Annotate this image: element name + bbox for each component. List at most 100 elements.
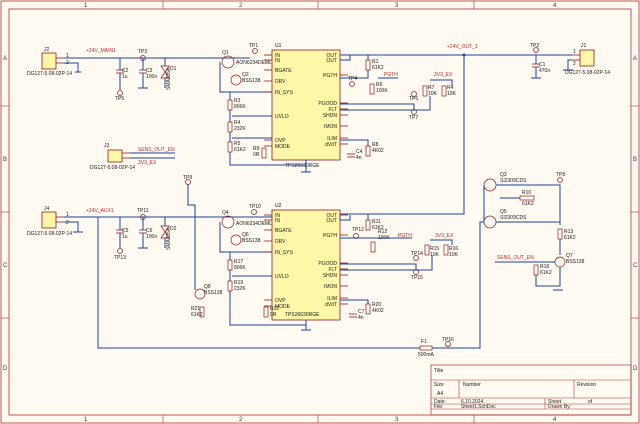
pin-label: DRV: [275, 239, 286, 245]
u1-ref: U1: [275, 43, 282, 49]
sens-block: J3 DG127-5.08-02P-14 SENS_OUT_EN 3V3_EX: [90, 143, 175, 171]
pin-label: dVdT: [325, 142, 337, 148]
r7-value: 10K: [428, 91, 438, 97]
r7-ref: R7: [428, 85, 435, 91]
u2-ref: U2: [275, 203, 282, 209]
col-label-1: 1: [84, 3, 88, 9]
q8-ref: Q8: [204, 284, 211, 290]
sheet-label: Sheet: [548, 399, 562, 405]
col-label-2: 2: [239, 3, 243, 9]
file-label: File:: [434, 404, 443, 410]
r10-value: 61K2: [522, 201, 534, 207]
r16-value: 10K: [449, 252, 459, 258]
pin-label: UVLO: [275, 274, 289, 280]
r9-value: 0R: [253, 152, 260, 158]
right-block: Q3 SI2309CDS Q5 SI2309CDS R10 61K2 TP8 R…: [483, 172, 585, 291]
col-label-1-bottom: 1: [84, 417, 88, 423]
q5-ref: Q5: [500, 209, 507, 215]
pin-label: OUT: [326, 58, 337, 64]
file-value: Sheet1.SchDoc: [461, 404, 496, 410]
r8-ref: R8: [372, 142, 379, 148]
date-value: 6.10.2024: [461, 399, 483, 405]
connector-j1: J1 DG127-5.08-02P-14 1 2: [525, 43, 610, 76]
number-label: Number: [463, 382, 481, 388]
bottom-section: J4 DG127-5.08-02P-14 1 2 +24V_AUX1 C5 1u…: [27, 175, 484, 358]
u2-ic: [271, 209, 341, 321]
tp12-label: TP12: [352, 227, 364, 233]
c6-ref: C6: [146, 228, 153, 234]
r18-value: 61K2: [540, 270, 552, 276]
c4-value: 4n: [356, 155, 362, 161]
r22-ref: R22: [270, 306, 279, 312]
r10-ref: R10: [522, 190, 531, 196]
c5-ref: C5: [122, 228, 129, 234]
pin-label: OVP: [275, 138, 286, 144]
tp9-label: TP9: [183, 175, 192, 181]
r4-ref: R4: [234, 120, 241, 126]
c2-value: 1u: [122, 74, 128, 80]
r21-value: 61K2: [191, 312, 203, 318]
j2-ref: J2: [44, 47, 50, 53]
c4-ref: C4: [356, 149, 363, 155]
pin-label: PGTH: [323, 73, 337, 79]
sens-3v3-net: 3V3_EX: [138, 160, 157, 166]
c1-ref: C1: [539, 62, 546, 68]
tp10-label: TP10: [249, 204, 261, 210]
row-label-d-right: D: [633, 366, 638, 372]
pin-label: FLT: [328, 107, 337, 113]
r8-value: 4K02: [372, 148, 384, 154]
r11-ref: R11: [372, 219, 381, 225]
row-label-a-right: A: [633, 56, 637, 62]
col-label-2-bottom: 2: [239, 417, 243, 423]
c3-value: 100n: [146, 74, 157, 80]
connector-j2: J2 DG127-5.08-02P-14 1 2: [27, 47, 72, 77]
pin-label: IN: [275, 58, 280, 64]
j1-pin1: 1: [573, 49, 576, 55]
row-label-c: C: [3, 263, 8, 269]
r22-value: 0R: [270, 312, 277, 318]
row-label-a: A: [3, 56, 7, 62]
j4-pin2: 2: [66, 220, 69, 226]
r4b-value: 10K: [447, 91, 457, 97]
j2-pin1: 1: [66, 53, 69, 59]
r5-value: 61K2: [372, 65, 384, 71]
tp11-label: TP11: [137, 208, 149, 214]
pin-label: DRV: [275, 79, 286, 85]
tp4-label: TP4: [348, 76, 357, 82]
d1-value: SMAJ26A: [166, 67, 172, 90]
q1-ref: Q1: [222, 50, 229, 56]
r3-value: 806K: [234, 104, 246, 110]
pin-label: OUT: [326, 213, 337, 219]
sens-out-en-net: SENS_OUT_EN: [138, 147, 175, 153]
pin-label: IMON: [324, 284, 337, 290]
col-label-3: 3: [395, 3, 399, 9]
row-label-d: D: [3, 366, 8, 372]
r1-ref-left: R5: [234, 141, 241, 147]
pin-label: IN: [275, 213, 280, 219]
q4-ref: Q4: [222, 210, 229, 216]
u1-ic: [271, 49, 341, 161]
d2-value: SMAJ26A: [166, 227, 172, 250]
u2-part: TPS26630RGE: [285, 312, 320, 318]
c6-value: 100n: [146, 234, 157, 240]
u1-pins: ININBGATEDRVIN_SYSUVLOOVPMODEOUTOUTPGTHP…: [264, 53, 348, 150]
tp13-label: TP13: [114, 255, 126, 261]
r19-ref: R19: [234, 280, 243, 286]
pin-label: ILIM: [327, 136, 337, 142]
r9-ref: R9: [253, 146, 260, 152]
net-24v-out1: +24V_OUT_1: [447, 44, 478, 50]
q3-ref: Q3: [500, 172, 507, 178]
j1-pin2: 2: [573, 61, 576, 67]
r1-value-left: 61K2: [234, 147, 246, 153]
c1-value: 470n: [539, 68, 550, 74]
tp7-label: TP7: [409, 115, 418, 121]
r18-ref: R18: [540, 264, 549, 270]
d2-ref: D2: [170, 226, 177, 232]
pin-label: IN: [275, 53, 280, 59]
date-label: Date:: [434, 399, 446, 405]
connector-j4: J4 DG127-5.08-02P-14 1 2: [27, 206, 72, 237]
j4-part: DG127-5.08-02P-14: [27, 231, 72, 237]
